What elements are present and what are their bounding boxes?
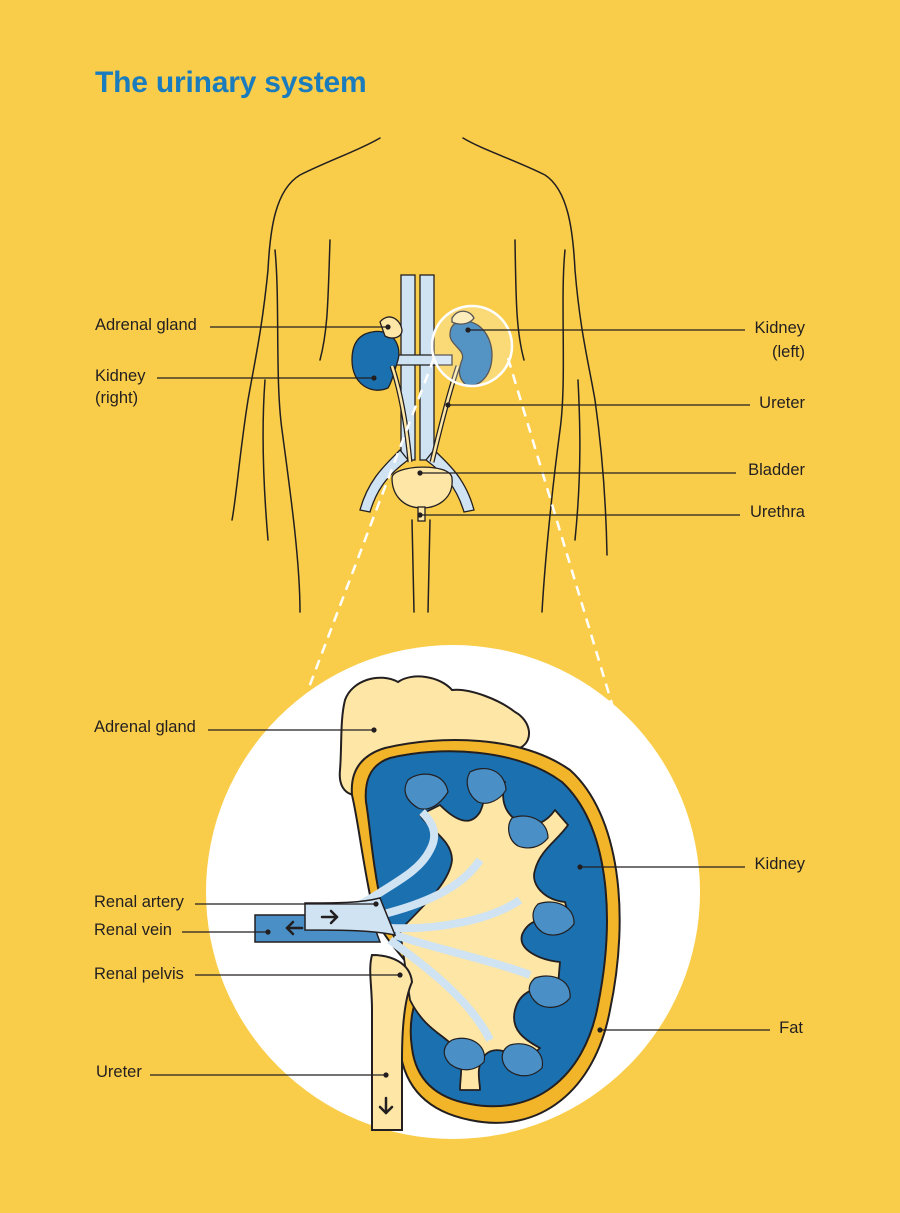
label-kidney-left-line2: (left)	[772, 340, 805, 364]
highlight-circle	[432, 306, 512, 386]
kidney-right	[352, 331, 399, 390]
label-detail-adrenal-gland: Adrenal gland	[94, 715, 196, 739]
label-kidney-left-line1: Kidney	[755, 316, 805, 340]
label-renal-vein: Renal vein	[94, 918, 172, 942]
page-title: The urinary system	[95, 66, 367, 100]
label-urethra: Urethra	[750, 500, 805, 524]
label-fat: Fat	[779, 1016, 803, 1040]
label-detail-kidney: Kidney	[755, 852, 805, 876]
label-renal-pelvis: Renal pelvis	[94, 962, 184, 986]
label-adrenal-gland: Adrenal gland	[95, 313, 197, 337]
label-ureter: Ureter	[759, 391, 805, 415]
label-kidney-right-line2: (right)	[95, 386, 138, 410]
aorta	[420, 275, 434, 460]
label-bladder: Bladder	[748, 458, 805, 482]
label-renal-artery: Renal artery	[94, 890, 184, 914]
label-kidney-right-line1: Kidney	[95, 364, 145, 388]
label-detail-ureter: Ureter	[96, 1060, 142, 1084]
